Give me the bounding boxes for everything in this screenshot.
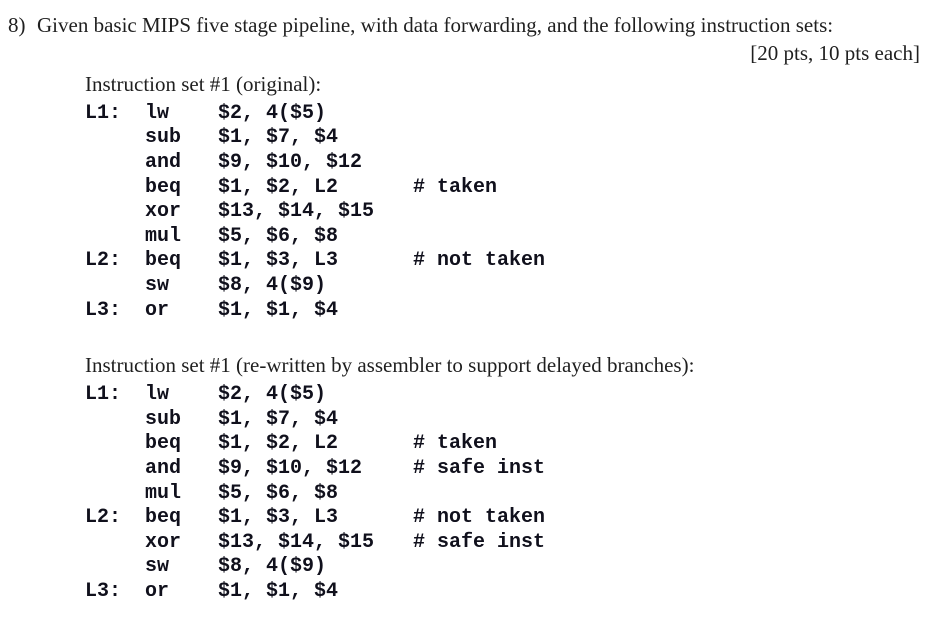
code-mnemonic: and: [145, 150, 182, 174]
code-operands: $1, $1, $4: [218, 298, 339, 322]
code-line: sw $8, 4($9): [85, 555, 952, 580]
code-line: xor $13, $14, $15: [85, 199, 952, 224]
code-line: L2: beq $1, $3, L3 # not taken: [85, 505, 952, 530]
code-comment: # safe inst: [413, 456, 546, 480]
code-label: L3:: [85, 298, 122, 322]
code-line: beq $1, $2, L2 # taken: [85, 175, 952, 200]
code-mnemonic: lw: [145, 101, 170, 125]
code-line: mul $5, $6, $8: [85, 224, 952, 249]
code-comment: # not taken: [413, 249, 546, 273]
code-mnemonic: mul: [145, 481, 182, 505]
code-mnemonic: sub: [145, 407, 182, 431]
question-text: Given basic MIPS five stage pipeline, wi…: [37, 13, 834, 37]
code-comment: # safe inst: [413, 530, 546, 554]
code-mnemonic: beq: [145, 432, 182, 456]
code-operands: $9, $10, $12: [218, 456, 363, 480]
code-label: L2:: [85, 506, 122, 530]
code-mnemonic: beq: [145, 249, 182, 273]
code-line: and $9, $10, $12 # safe inst: [85, 456, 952, 481]
code-mnemonic: beq: [145, 506, 182, 530]
code-operands: $13, $14, $15: [218, 530, 375, 554]
code-mnemonic: or: [145, 298, 170, 322]
code-line: sub $1, $7, $4: [85, 407, 952, 432]
code-operands: $8, 4($9): [218, 555, 327, 579]
code-operands: $9, $10, $12: [218, 150, 363, 174]
code-block-rewritten: L1: lw $2, 4($5) sub $1, $7, $4 beq $1, …: [85, 382, 952, 603]
section-heading: Instruction set #1 (re-written by assemb…: [85, 353, 695, 378]
code-mnemonic: sw: [145, 273, 170, 297]
question-line: 8) Given basic MIPS five stage pipeline,…: [8, 13, 942, 37]
code-operands: $1, $2, L2: [218, 432, 339, 456]
code-operands: $5, $6, $8: [218, 224, 339, 248]
code-mnemonic: or: [145, 579, 170, 603]
code-line: xor $13, $14, $15 # safe inst: [85, 530, 952, 555]
code-operands: $8, 4($9): [218, 273, 327, 297]
code-comment: # taken: [413, 432, 498, 456]
code-mnemonic: sub: [145, 126, 182, 150]
code-label: L2:: [85, 249, 122, 273]
code-mnemonic: and: [145, 456, 182, 480]
code-mnemonic: mul: [145, 224, 182, 248]
instruction-set-1-rewritten: Instruction set #1 (re-written by assemb…: [85, 353, 952, 603]
code-operands: $1, $1, $4: [218, 579, 339, 603]
code-label: L1:: [85, 383, 122, 407]
code-mnemonic: beq: [145, 175, 182, 199]
code-operands: $1, $7, $4: [218, 407, 339, 431]
section-heading: Instruction set #1 (original):: [85, 72, 322, 96]
code-comment: # not taken: [413, 506, 546, 530]
code-comment: # taken: [413, 175, 498, 199]
code-line: mul $5, $6, $8: [85, 481, 952, 506]
code-mnemonic: xor: [145, 530, 182, 554]
code-line: L1: lw $2, 4($5): [85, 101, 952, 126]
code-line: L1: lw $2, 4($5): [85, 382, 952, 407]
question-number: 8): [8, 13, 26, 37]
code-block-original: L1: lw $2, 4($5) sub $1, $7, $4 and $9, …: [85, 101, 952, 322]
code-mnemonic: lw: [145, 383, 170, 407]
code-operands: $13, $14, $15: [218, 200, 375, 224]
code-line: sw $8, 4($9): [85, 273, 952, 298]
points-label: [20 pts, 10 pts each]: [750, 41, 920, 65]
code-operands: $1, $2, L2: [218, 175, 339, 199]
code-line: L3: or $1, $1, $4: [85, 298, 952, 323]
code-line: L3: or $1, $1, $4: [85, 579, 952, 604]
code-line: L2: beq $1, $3, L3 # not taken: [85, 249, 952, 274]
code-operands: $5, $6, $8: [218, 481, 339, 505]
code-mnemonic: sw: [145, 555, 170, 579]
code-operands: $1, $7, $4: [218, 126, 339, 150]
exam-page: 8) Given basic MIPS five stage pipeline,…: [0, 13, 952, 637]
code-line: beq $1, $2, L2 # taken: [85, 432, 952, 457]
code-line: sub $1, $7, $4: [85, 126, 952, 151]
code-mnemonic: xor: [145, 200, 182, 224]
code-operands: $2, 4($5): [218, 383, 327, 407]
code-operands: $1, $3, L3: [218, 249, 339, 273]
code-label: L1:: [85, 101, 122, 125]
instruction-set-1-original: Instruction set #1 (original): L1: lw $2…: [85, 72, 952, 322]
code-label: L3:: [85, 579, 122, 603]
code-operands: $2, 4($5): [218, 101, 327, 125]
code-line: and $9, $10, $12: [85, 150, 952, 175]
code-operands: $1, $3, L3: [218, 506, 339, 530]
